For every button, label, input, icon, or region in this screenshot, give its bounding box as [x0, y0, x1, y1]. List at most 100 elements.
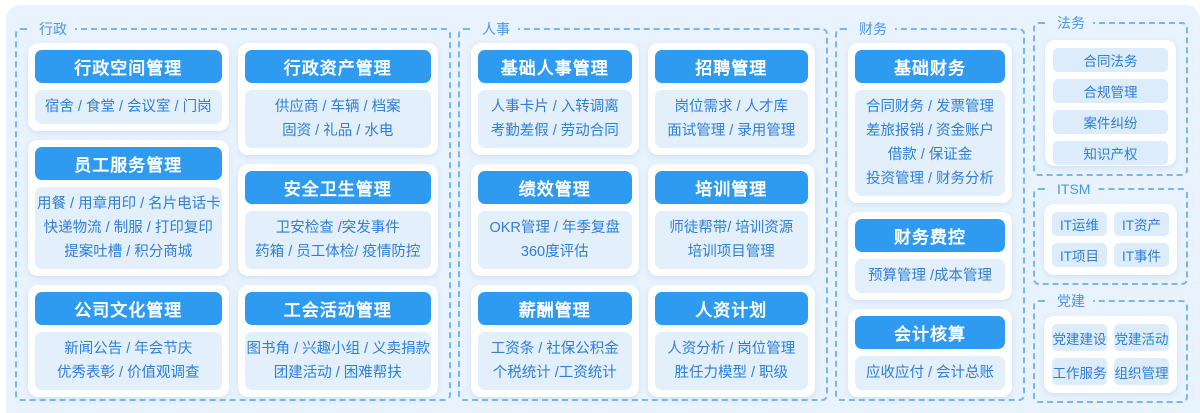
feature-line: 借款 / 保证金	[887, 147, 973, 163]
section-admin: 行政 行政空间管理 宿舍 / 食堂 / 会议室 / 门岗 员工服务管理 用餐 /…	[15, 19, 451, 401]
admin-column-2: 行政资产管理 供应商 / 车辆 / 档案 固资 / 礼品 / 水电 安全卫生管理…	[237, 43, 438, 397]
feature-line: 团建活动 / 困难帮扶	[273, 365, 402, 381]
card-expense-control-body: 预算管理 /成本管理	[855, 259, 1005, 293]
capability-map-panel: 行政 行政空间管理 宿舍 / 食堂 / 会议室 / 门岗 员工服务管理 用餐 /…	[6, 5, 1200, 413]
feature-line: 师徒帮带/ 培训资源	[669, 220, 794, 236]
card-company-culture-title: 公司文化管理	[35, 292, 222, 325]
chip-it-projects: IT项目	[1052, 243, 1107, 267]
card-basic-finance: 基础财务 合同财务 / 发票管理 差旅报销 / 资金账户 借款 / 保证金 投资…	[848, 43, 1012, 203]
chip-ip: 知识产权	[1053, 141, 1168, 165]
feature-line: 人事卡片 / 入转调离	[490, 99, 619, 115]
card-accounting: 会计核算 应收应付 / 会计总账	[848, 309, 1012, 397]
feature-line: 投资管理 / 财务分析	[865, 171, 995, 187]
feature-line: OKR管理 / 年季复盘	[489, 220, 620, 236]
card-admin-assets-title: 行政资产管理	[244, 50, 431, 83]
card-expense-control-title: 财务费控	[855, 219, 1005, 252]
card-training-body: 师徒帮带/ 培训资源 培训项目管理	[654, 211, 808, 269]
section-party-label: 党建	[1049, 291, 1093, 311]
card-training-title: 培训管理	[654, 171, 808, 204]
section-admin-columns: 行政空间管理 宿舍 / 食堂 / 会议室 / 门岗 员工服务管理 用餐 / 用章…	[17, 30, 449, 399]
card-itsm: IT运维 IT资产 IT项目 IT事件	[1044, 204, 1177, 275]
admin-column-1: 行政空间管理 宿舍 / 食堂 / 会议室 / 门岗 员工服务管理 用餐 / 用章…	[28, 43, 229, 397]
card-admin-space: 行政空间管理 宿舍 / 食堂 / 会议室 / 门岗	[28, 43, 229, 131]
feature-line: 宿舍 / 食堂 / 会议室 / 门岗	[44, 99, 212, 115]
feature-line: 预算管理 /成本管理	[867, 268, 993, 284]
section-itsm-label: ITSM	[1049, 179, 1099, 199]
card-compensation-title: 薪酬管理	[478, 292, 632, 325]
feature-line: 新闻公告 / 年会节庆	[64, 341, 193, 357]
card-performance-title: 绩效管理	[478, 171, 632, 204]
card-company-culture-body: 新闻公告 / 年会节庆 优秀表彰 / 价值观调查	[35, 332, 222, 390]
card-basic-hr: 基础人事管理 人事卡片 / 入转调离 考勤差假 / 劳动合同	[471, 43, 639, 155]
card-compensation: 薪酬管理 工资条 / 社保公积金 个税统计 /工资统计	[471, 285, 639, 397]
chip-it-assets: IT资产	[1114, 212, 1169, 236]
chip-party-activities: 党建活动	[1114, 324, 1169, 351]
section-finance: 财务 基础财务 合同财务 / 发票管理 差旅报销 / 资金账户 借款 / 保证金…	[835, 19, 1025, 401]
section-legal-wrap: 合同法务 合规管理 案件纠纷 知识产权	[1035, 24, 1186, 174]
card-compensation-body: 工资条 / 社保公积金 个税统计 /工资统计	[478, 332, 632, 390]
feature-line: 提案吐槽 / 积分商城	[64, 244, 193, 260]
feature-line: 差旅报销 / 资金账户	[865, 123, 995, 139]
card-basic-hr-title: 基础人事管理	[478, 50, 632, 83]
card-admin-space-title: 行政空间管理	[35, 50, 222, 83]
chip-party-building: 党建建设	[1052, 324, 1107, 351]
chip-it-incidents: IT事件	[1114, 243, 1169, 267]
section-hr-columns: 基础人事管理 人事卡片 / 入转调离 考勤差假 / 劳动合同 绩效管理 OKR管…	[460, 30, 826, 399]
feature-line: 岗位需求 / 人才库	[674, 99, 789, 115]
card-admin-space-body: 宿舍 / 食堂 / 会议室 / 门岗	[35, 90, 222, 124]
section-legal-label: 法务	[1049, 13, 1093, 33]
feature-line: 应收应付 / 会计总账	[865, 365, 995, 381]
section-itsm: ITSM IT运维 IT资产 IT项目 IT事件	[1033, 179, 1188, 285]
feature-line: 固资 / 礼品 / 水电	[282, 123, 394, 139]
section-admin-label: 行政	[31, 19, 75, 39]
section-finance-stack: 基础财务 合同财务 / 发票管理 差旅报销 / 资金账户 借款 / 保证金 投资…	[837, 30, 1023, 399]
card-company-culture: 公司文化管理 新闻公告 / 年会节庆 优秀表彰 / 价值观调查	[28, 285, 229, 397]
card-hr-planning-title: 人资计划	[654, 292, 808, 325]
section-hr-label: 人事	[474, 19, 518, 39]
chip-work-services: 工作服务	[1052, 358, 1107, 385]
feature-line: 图书角 / 兴趣小组 / 义卖捐款	[246, 341, 431, 357]
hr-column-2: 招聘管理 岗位需求 / 人才库 面试管理 / 录用管理 培训管理 师徒帮带/ 培…	[647, 43, 815, 397]
chip-case-disputes: 案件纠纷	[1053, 110, 1168, 134]
feature-line: 卫安检查 /突发事件	[275, 220, 400, 236]
card-recruiting-title: 招聘管理	[654, 50, 808, 83]
feature-line: 供应商 / 车辆 / 档案	[274, 99, 401, 115]
feature-line: 人资分析 / 岗位管理	[667, 341, 796, 357]
card-admin-assets: 行政资产管理 供应商 / 车辆 / 档案 固资 / 礼品 / 水电	[237, 43, 438, 155]
card-accounting-title: 会计核算	[855, 316, 1005, 349]
card-union-activities: 工会活动管理 图书角 / 兴趣小组 / 义卖捐款 团建活动 / 困难帮扶	[237, 285, 438, 397]
card-accounting-body: 应收应付 / 会计总账	[855, 356, 1005, 390]
card-performance-body: OKR管理 / 年季复盘 360度评估	[478, 211, 632, 269]
section-hr: 人事 基础人事管理 人事卡片 / 入转调离 考勤差假 / 劳动合同 绩效管理 O…	[458, 19, 828, 401]
card-legal: 合同法务 合规管理 案件纠纷 知识产权	[1045, 40, 1176, 166]
section-party-wrap: 党建建设 党建活动 工作服务 组织管理	[1035, 302, 1186, 401]
card-training: 培训管理 师徒帮带/ 培训资源 培训项目管理	[647, 164, 815, 276]
feature-line: 360度评估	[520, 244, 589, 260]
feature-line: 工资条 / 社保公积金	[490, 341, 619, 357]
chip-org-management: 组织管理	[1114, 358, 1169, 385]
card-employee-services: 员工服务管理 用餐 / 用章用印 / 名片电话卡 快递物流 / 制服 / 打印复…	[28, 140, 229, 276]
card-admin-assets-body: 供应商 / 车辆 / 档案 固资 / 礼品 / 水电	[244, 90, 431, 148]
card-safety-health-title: 安全卫生管理	[244, 171, 431, 204]
card-union-activities-title: 工会活动管理	[244, 292, 431, 325]
feature-line: 胜任力模型 / 职级	[674, 365, 789, 381]
feature-line: 面试管理 / 录用管理	[667, 123, 796, 139]
card-expense-control: 财务费控 预算管理 /成本管理	[848, 212, 1012, 300]
card-performance: 绩效管理 OKR管理 / 年季复盘 360度评估	[471, 164, 639, 276]
card-hr-planning-body: 人资分析 / 岗位管理 胜任力模型 / 职级	[654, 332, 808, 390]
card-safety-health: 安全卫生管理 卫安检查 /突发事件 药箱 / 员工体检/ 疫情防控	[237, 164, 438, 276]
feature-line: 快递物流 / 制服 / 打印复印	[43, 220, 213, 236]
feature-line: 个税统计 /工资统计	[492, 365, 617, 381]
section-finance-label: 财务	[851, 19, 895, 39]
hr-column-1: 基础人事管理 人事卡片 / 入转调离 考勤差假 / 劳动合同 绩效管理 OKR管…	[471, 43, 639, 397]
card-union-activities-body: 图书角 / 兴趣小组 / 义卖捐款 团建活动 / 困难帮扶	[244, 332, 431, 390]
card-hr-planning: 人资计划 人资分析 / 岗位管理 胜任力模型 / 职级	[647, 285, 815, 397]
chip-compliance: 合规管理	[1053, 79, 1168, 103]
card-recruiting-body: 岗位需求 / 人才库 面试管理 / 录用管理	[654, 90, 808, 148]
feature-line: 合同财务 / 发票管理	[865, 99, 995, 115]
feature-line: 药箱 / 员工体检/ 疫情防控	[255, 244, 421, 260]
feature-line: 优秀表彰 / 价值观调查	[56, 365, 200, 381]
chip-it-ops: IT运维	[1052, 212, 1107, 236]
card-employee-services-title: 员工服务管理	[35, 147, 222, 180]
card-party: 党建建设 党建活动 工作服务 组织管理	[1044, 316, 1177, 393]
